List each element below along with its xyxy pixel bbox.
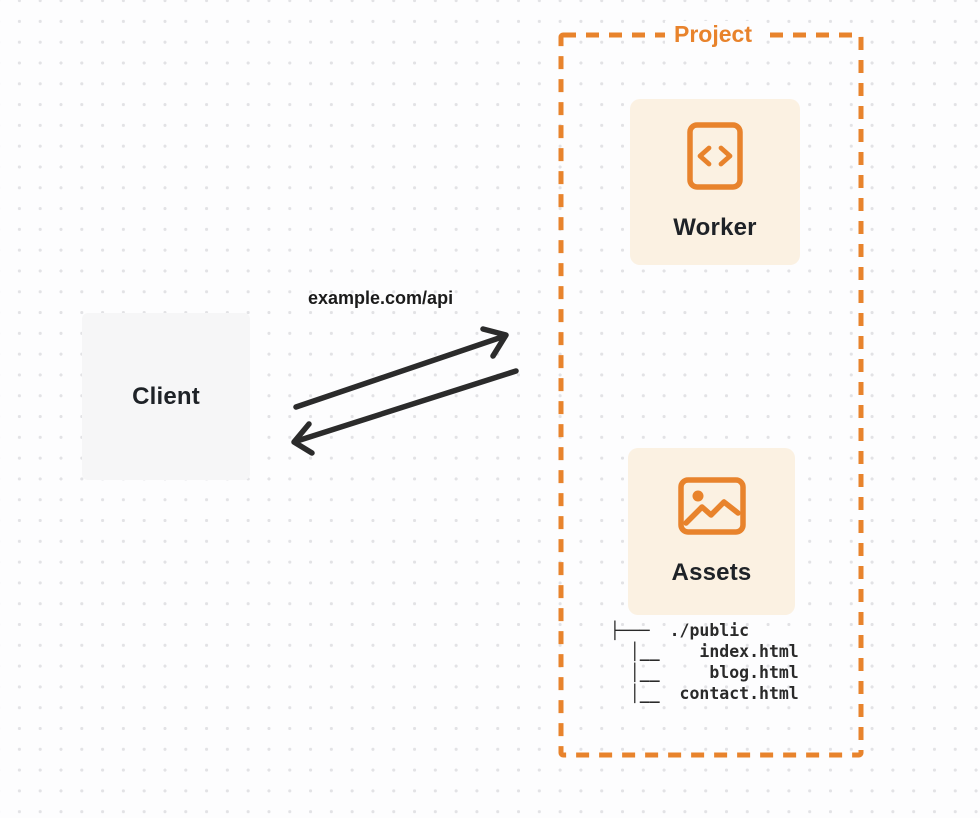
request-arrow bbox=[293, 326, 509, 410]
request-url-label: example.com/api bbox=[308, 288, 454, 308]
code-file-icon bbox=[687, 122, 743, 190]
assets-node: Assets bbox=[628, 448, 795, 615]
file-tree: ├─── ./public │__ index.html │__ blog.ht… bbox=[610, 621, 799, 703]
worker-label: Worker bbox=[673, 214, 757, 241]
assets-label: Assets bbox=[671, 558, 752, 586]
project-label: Project bbox=[665, 21, 761, 48]
client-node: Client bbox=[82, 313, 250, 480]
response-arrow bbox=[291, 368, 519, 456]
worker-node: Worker bbox=[630, 99, 800, 265]
image-icon bbox=[677, 476, 746, 535]
client-label: Client bbox=[132, 382, 200, 410]
